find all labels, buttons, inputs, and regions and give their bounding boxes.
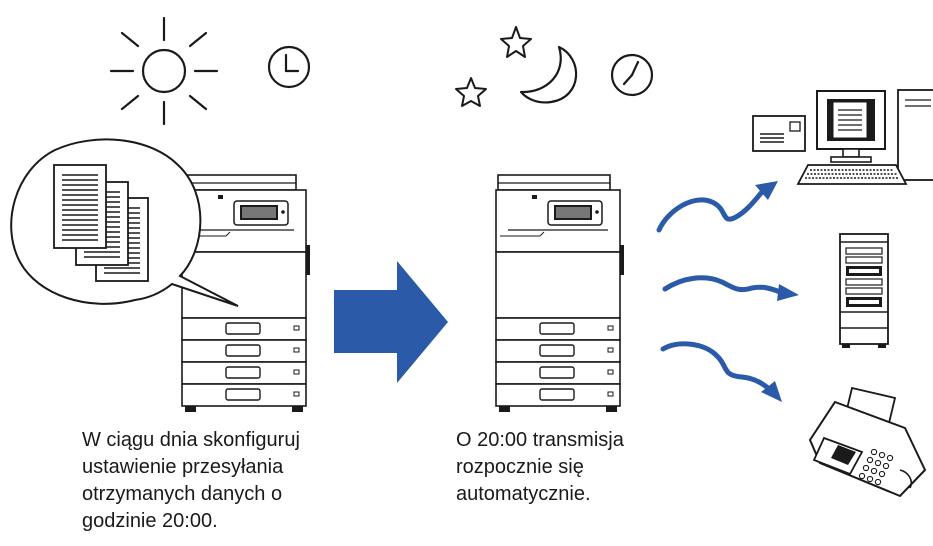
email-envelope-icon	[752, 115, 806, 152]
daytime-caption-line: godzinie 20:00.	[82, 510, 218, 532]
computer-with-email-icon	[752, 89, 933, 185]
transition-arrow	[334, 261, 448, 383]
night-caption-line: O 20:00 transmisja	[456, 429, 624, 451]
server-icon	[839, 233, 889, 348]
documents-speech-bubble	[10, 138, 239, 307]
fax-icon	[808, 386, 927, 498]
transmission-arrow-to-fax	[660, 341, 782, 402]
moon-icon	[519, 45, 578, 104]
daytime-caption: W ciągu dnia skonfiguruj ustawienie prze…	[82, 427, 300, 535]
document-pages-icon	[53, 164, 149, 282]
clock-icon	[610, 53, 654, 97]
star-icon	[455, 77, 487, 107]
clock-icon	[267, 45, 311, 89]
transmission-arrow-to-computer	[656, 181, 778, 233]
transmission-arrow-to-server	[662, 275, 799, 301]
night-caption-line: rozpocznie się	[456, 456, 584, 478]
daytime-caption-line: otrzymanych danych o	[82, 483, 283, 505]
multifunction-printer-right	[495, 174, 625, 413]
daytime-caption-line: ustawienie przesyłania	[82, 456, 284, 478]
star-icon	[500, 26, 532, 58]
sun-icon	[109, 16, 219, 126]
night-caption-line: automatycznie.	[456, 483, 591, 505]
night-caption: O 20:00 transmisja rozpocznie się automa…	[456, 427, 624, 508]
daytime-caption-line: W ciągu dnia skonfiguruj	[82, 429, 300, 451]
